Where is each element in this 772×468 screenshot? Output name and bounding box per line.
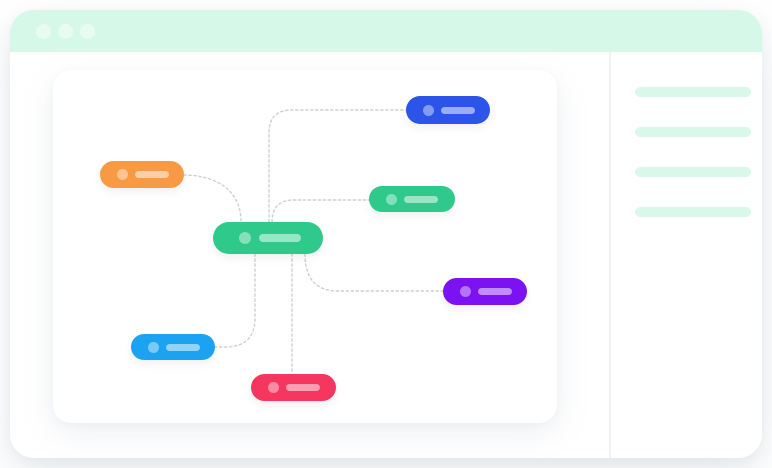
connector-root-to-blue: [268, 109, 407, 223]
window-dot-3-icon[interactable]: [80, 23, 95, 39]
window-body: [10, 52, 762, 458]
node-bullet-icon: [386, 193, 397, 205]
mindmap-node-purple[interactable]: [443, 278, 527, 305]
right-sidebar: [609, 52, 762, 458]
node-label-placeholder: [166, 343, 200, 351]
node-label-placeholder: [478, 288, 512, 295]
mindmap-node-green[interactable]: [369, 186, 455, 212]
main-area: [10, 52, 609, 458]
mindmap-node-root[interactable]: [213, 222, 323, 254]
sidebar-skeleton-line-4: [635, 207, 751, 217]
mindmap-node-blue[interactable]: [406, 96, 490, 124]
window-titlebar: [10, 10, 762, 52]
node-bullet-icon: [268, 382, 279, 393]
connector-orange-to-root: [183, 174, 242, 223]
node-label-placeholder: [259, 234, 301, 242]
node-label-placeholder: [286, 384, 320, 391]
connector-root-to-purple: [304, 253, 444, 292]
node-label-placeholder: [441, 106, 475, 114]
node-label-placeholder: [404, 195, 438, 203]
mindmap-canvas[interactable]: [53, 70, 557, 423]
connector-layer: [183, 109, 444, 375]
sidebar-skeleton-line-2: [635, 127, 751, 137]
mindmap-node-orange[interactable]: [100, 161, 184, 188]
mindmap-node-sky[interactable]: [131, 334, 215, 360]
node-bullet-icon: [460, 286, 471, 297]
connector-root-to-green: [271, 199, 370, 223]
node-bullet-icon: [117, 169, 128, 180]
mindmap-node-red[interactable]: [251, 374, 336, 401]
node-bullet-icon: [148, 341, 159, 353]
window-dot-1-icon[interactable]: [36, 23, 51, 39]
window-dot-2-icon[interactable]: [58, 23, 73, 39]
app-window: [10, 10, 762, 458]
sidebar-skeleton-line-3: [635, 167, 751, 177]
node-bullet-icon: [423, 104, 434, 116]
sidebar-skeleton-line-1: [635, 87, 751, 97]
node-label-placeholder: [135, 171, 169, 178]
node-bullet-icon: [239, 232, 251, 244]
connector-root-to-sky: [214, 253, 256, 348]
